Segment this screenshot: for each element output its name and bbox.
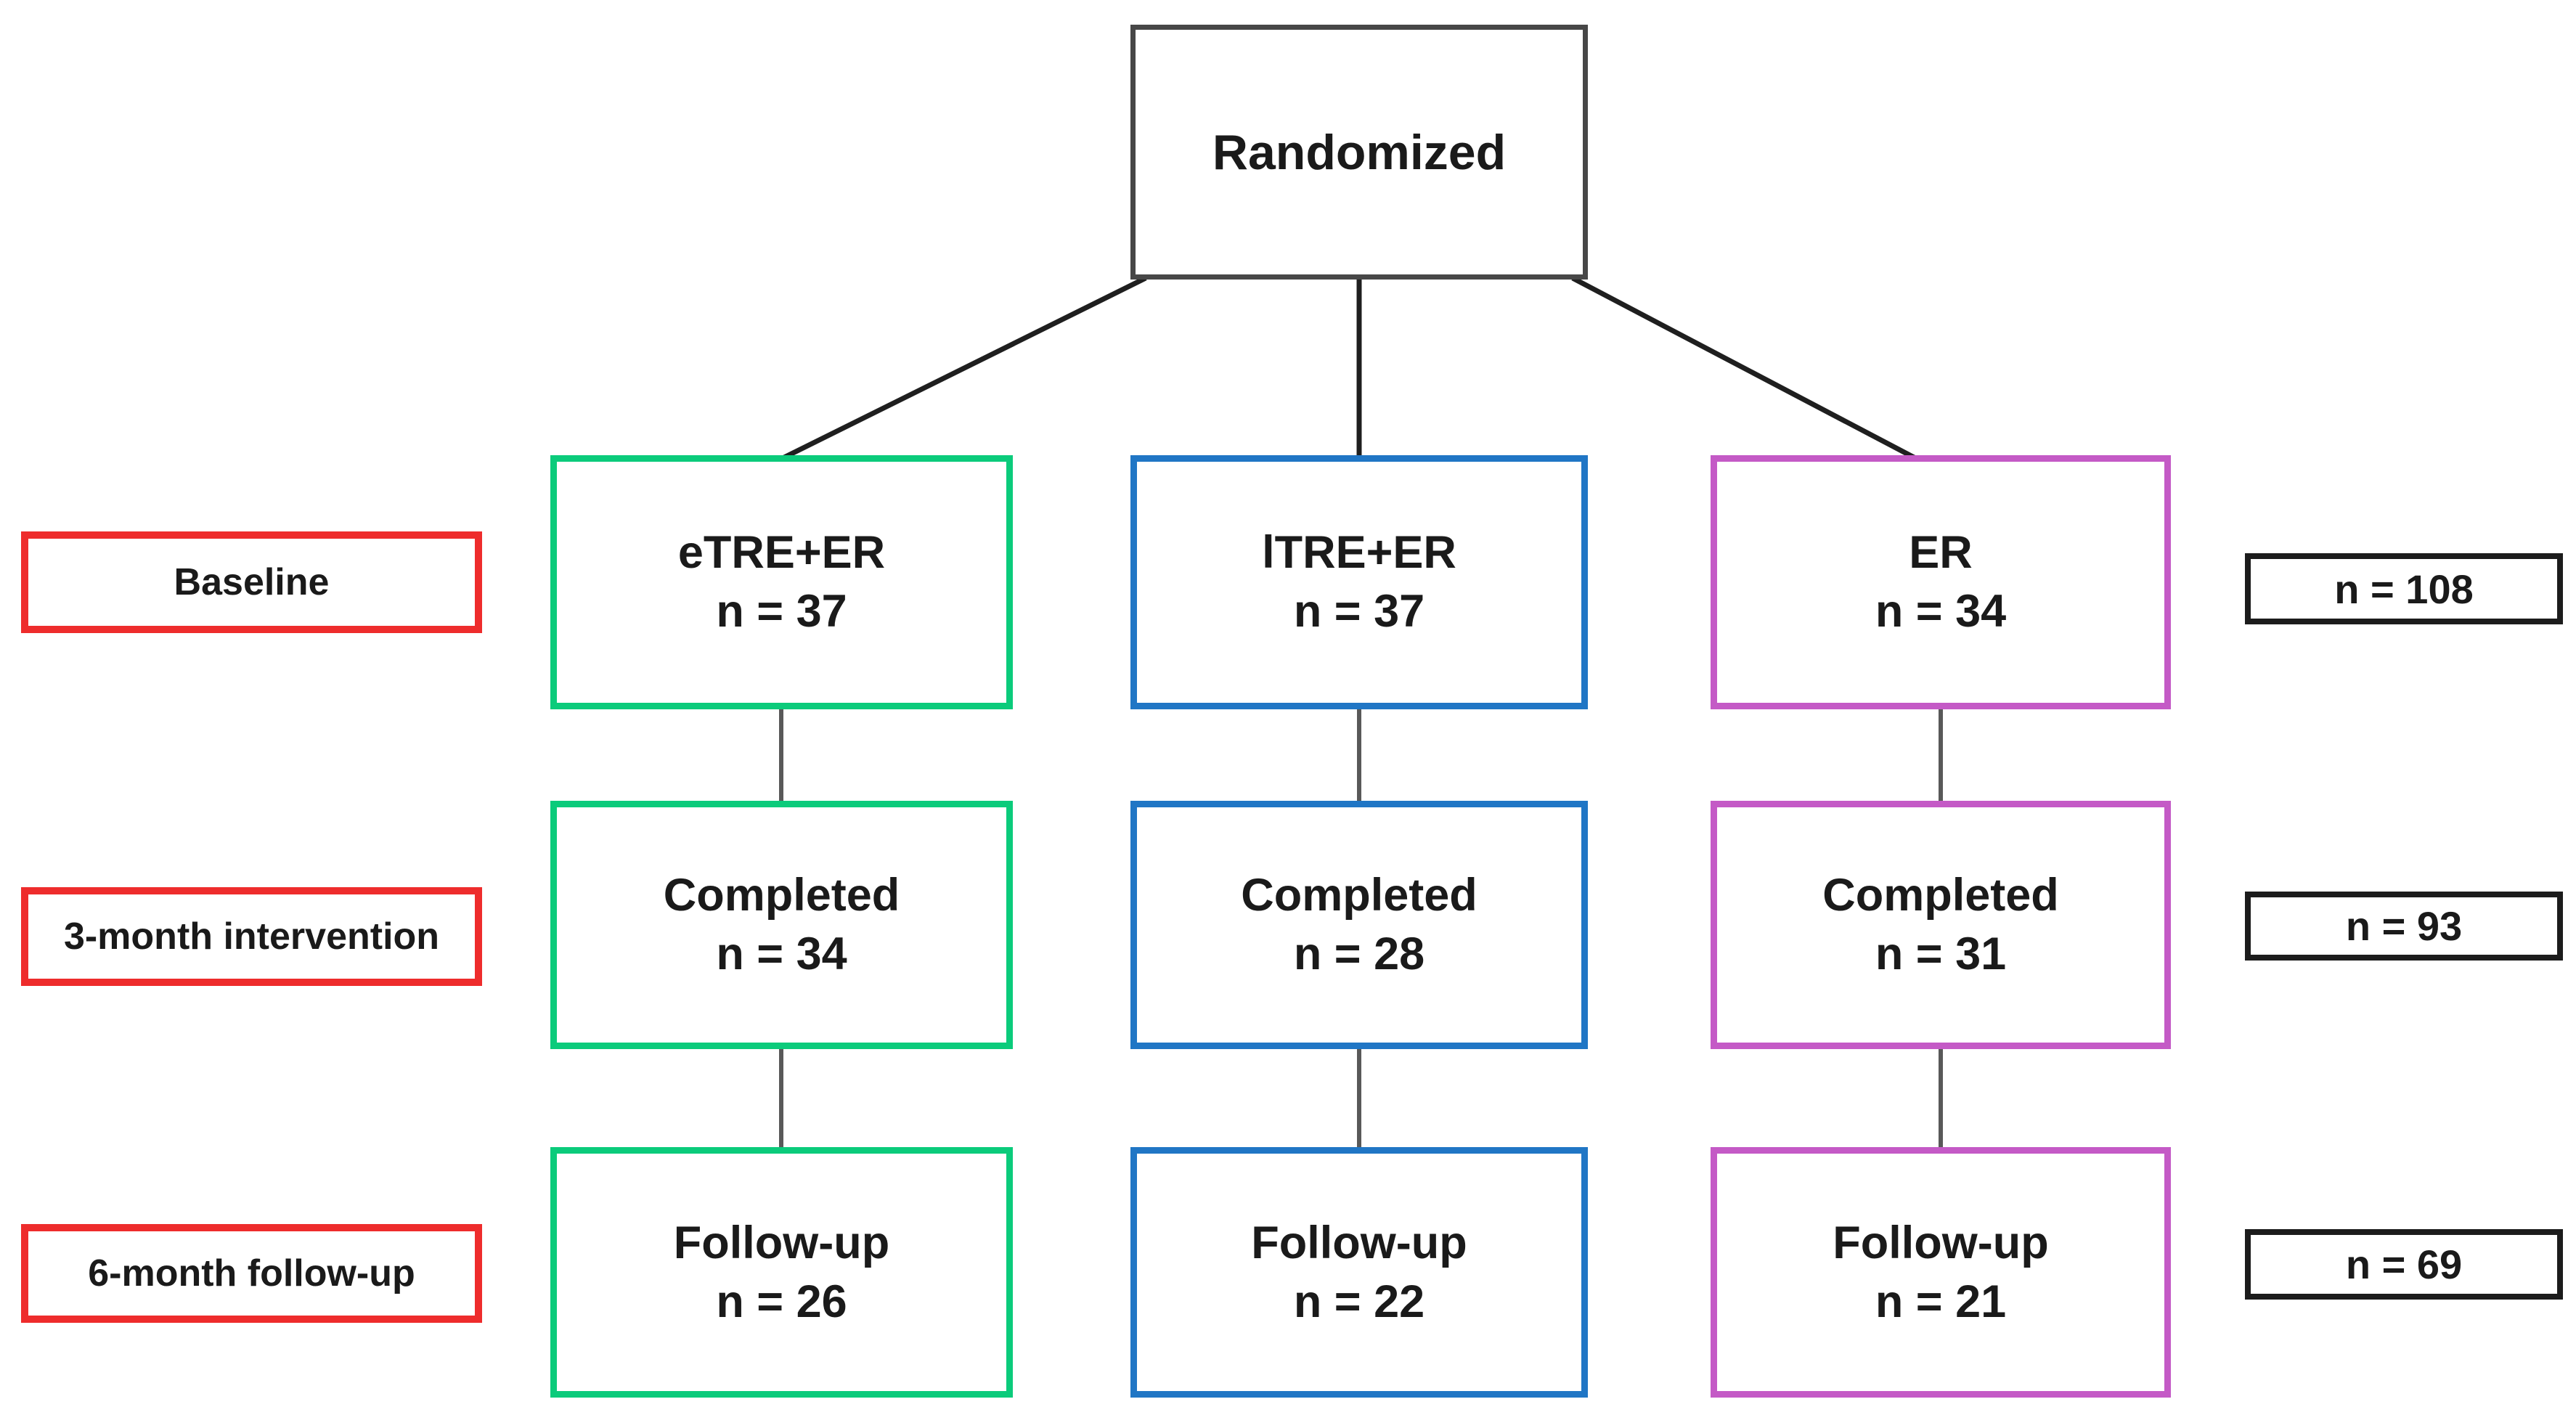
er-follow-up-n: n = 21 [1875,1276,2007,1327]
ltre-er-follow-up-n: n = 22 [1293,1276,1425,1327]
connector-root-to-left-arm [780,275,1147,462]
total-box-follow-up: n = 69 [2245,1229,2563,1300]
total-baseline-value: n = 108 [2334,566,2474,612]
randomized-label: Randomized [1212,124,1507,180]
total-follow-up-value: n = 69 [2345,1241,2463,1287]
etre-er-follow-up-box: Follow-up n = 26 [550,1147,1013,1398]
ltre-er-baseline-name: lTRE+ER [1262,527,1456,578]
etre-er-baseline-n: n = 37 [716,586,847,637]
stage-label-3-month-intervention-text: 3-month intervention [63,916,440,958]
er-follow-up-box: Follow-up n = 21 [1711,1147,2171,1398]
connector-root-to-right-arm [1571,275,1918,462]
stage-label-3-month-intervention: 3-month intervention [21,887,482,986]
etre-er-completed-box: Completed n = 34 [550,801,1013,1049]
stage-label-6-month-follow-up-text: 6-month follow-up [88,1252,415,1294]
ltre-er-baseline-box: lTRE+ER n = 37 [1130,455,1588,709]
er-completed-box: Completed n = 31 [1711,801,2171,1049]
etre-er-baseline-box: eTRE+ER n = 37 [550,455,1013,709]
total-intervention-value: n = 93 [2345,903,2463,949]
ltre-er-completed-label: Completed [1241,870,1477,921]
etre-er-completed-label: Completed [663,870,900,921]
ltre-er-follow-up-label: Follow-up [1251,1217,1467,1268]
stage-label-6-month-follow-up: 6-month follow-up [21,1224,482,1323]
total-box-baseline: n = 108 [2245,553,2563,624]
ltre-er-completed-n: n = 28 [1293,929,1425,979]
total-box-intervention: n = 93 [2245,892,2563,961]
randomized-box: Randomized [1130,25,1588,280]
ltre-er-follow-up-box: Follow-up n = 22 [1130,1147,1588,1398]
ltre-er-completed-box: Completed n = 28 [1130,801,1588,1049]
er-baseline-name: ER [1909,527,1973,578]
etre-er-follow-up-n: n = 26 [716,1276,847,1327]
er-baseline-n: n = 34 [1875,586,2007,637]
er-follow-up-label: Follow-up [1833,1217,2049,1268]
er-completed-n: n = 31 [1875,929,2007,979]
stage-label-baseline: Baseline [21,531,482,633]
er-baseline-box: ER n = 34 [1711,455,2171,709]
ltre-er-baseline-n: n = 37 [1293,586,1425,637]
etre-er-baseline-name: eTRE+ER [677,527,886,578]
etre-er-completed-n: n = 34 [716,929,847,979]
etre-er-follow-up-label: Follow-up [673,1217,890,1268]
stage-label-baseline-text: Baseline [174,561,330,603]
er-completed-label: Completed [1822,870,2059,921]
